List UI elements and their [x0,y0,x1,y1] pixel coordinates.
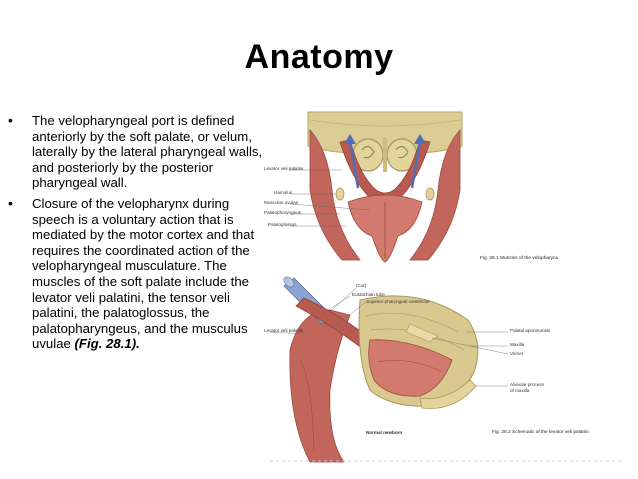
label-palatopharyngeus: Palatopharyngeus [264,210,302,215]
label-hamulus: Hamulus [274,190,293,195]
label-musculus-uvulae: Musculus uvulae [264,200,299,205]
label-maxilla: Maxilla [510,342,525,347]
figure2-illustration [270,276,509,463]
bullet-item: • Closure of the velopharynx during spee… [8,194,270,352]
label-superior-pharyngeal-constrictor: Superior pharyngeal constrictor [366,299,430,304]
bullet-dot-icon: • [8,194,13,211]
bullet-item: • The velopharyngeal port is defined ant… [8,112,270,191]
figure-reference: (Fig. 28.1). [74,336,140,352]
label-alveolar-process: Alveolar process [510,382,544,387]
bullet-list: • The velopharyngeal port is defined ant… [8,112,270,357]
figure1-caption: Fig. 28.1 Muscles of the velopharynx. [480,256,560,261]
bullet-text: Closure of the velopharynx during speech… [32,196,270,352]
bullet-dot-icon: • [8,112,13,128]
figure-area: Levator veli palatini Hamulus Musculus u… [264,110,630,472]
figure1-illustration [289,111,463,263]
anatomy-illustration [270,111,622,463]
label-cut: (Cut) [356,283,367,288]
bullet-text: The velopharyngeal port is defined anter… [32,113,263,191]
label-vomer: Vomer [510,351,524,356]
slide-title: Anatomy [244,38,394,76]
label-of-maxilla: of maxilla [510,388,530,393]
bullet-text-body: Closure of the velopharynx during speech… [32,195,255,352]
label-palatal-aponeurosis: Palatal aponeurosis [510,328,551,333]
label-palatoglossus: Palatoglossus [268,222,297,227]
label-normal-newborn: Normal newborn [366,430,403,435]
label-levator-veli-palatini: Levator veli palatini [264,166,304,171]
label-levator-veli-palatini-2: Levator veli palatini [264,328,304,333]
label-eustachian-tube: Eustachian tube [352,292,385,297]
figure2-caption: Fig. 28.2 Schematic of the levator veli … [492,430,590,435]
